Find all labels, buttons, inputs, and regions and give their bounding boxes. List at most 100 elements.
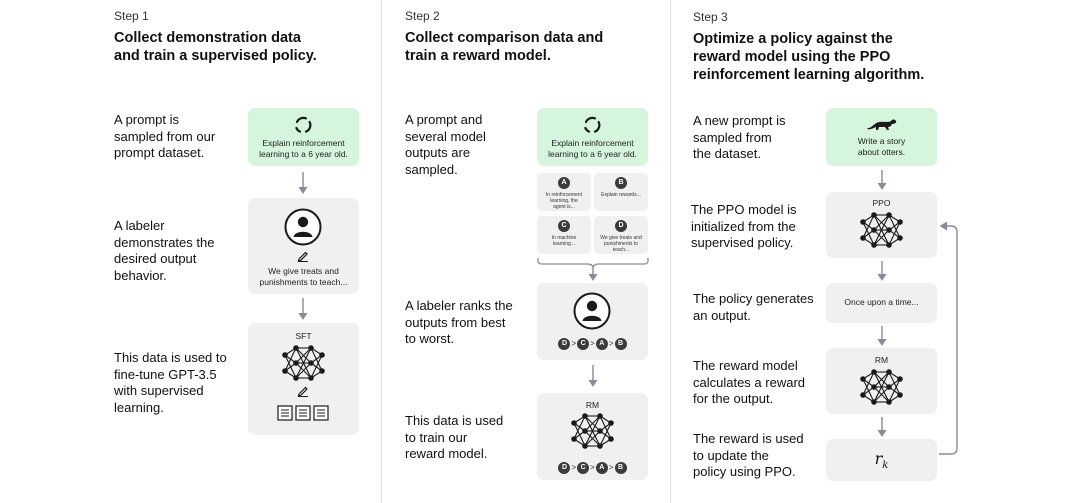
desc-line: several model bbox=[405, 128, 486, 144]
pencil-icon bbox=[297, 251, 308, 262]
desc-line: reward model. bbox=[405, 446, 488, 461]
output-letter-b: B bbox=[615, 177, 627, 189]
output-line: Explain rewards... bbox=[601, 192, 641, 198]
desc-line: A prompt and bbox=[405, 112, 483, 127]
rank-item: C bbox=[577, 461, 590, 474]
desc-line: to update the bbox=[693, 447, 769, 463]
rank-item: D bbox=[558, 461, 571, 474]
neural-network-icon bbox=[860, 369, 903, 405]
ranking-row: D>C>A>B bbox=[537, 459, 648, 474]
person-icon bbox=[284, 208, 322, 246]
desc-line: with supervised bbox=[114, 383, 204, 398]
prompt-line: learning to a 6 year old. bbox=[259, 148, 348, 159]
output-card-c: C In machine learning... bbox=[537, 216, 591, 254]
network-node bbox=[871, 369, 877, 375]
step1-labeler-text: We give treats and punishments to teach.… bbox=[248, 266, 359, 287]
desc-line: The policy generates bbox=[693, 291, 814, 306]
network-node bbox=[860, 235, 866, 241]
network-node bbox=[282, 352, 288, 358]
prompt-line: Write a story bbox=[857, 136, 906, 146]
ranking-row: D>C>A>B bbox=[537, 335, 648, 350]
step1-desc-prompt: A prompt is sampled from our prompt data… bbox=[114, 112, 215, 162]
rank-item: B bbox=[614, 461, 627, 474]
network-node bbox=[860, 392, 866, 398]
output-card-a: A In reinforcement learning, the agent i… bbox=[537, 173, 591, 211]
step3-arrow-3 bbox=[877, 326, 887, 346]
network-node bbox=[871, 384, 877, 390]
prompt-line: Explain reinforcement bbox=[262, 138, 345, 148]
step1-arrow-2 bbox=[298, 298, 308, 320]
rank-separator: > bbox=[590, 339, 595, 349]
network-node bbox=[871, 399, 877, 405]
network-node bbox=[886, 227, 892, 233]
desc-line: to worst. bbox=[405, 331, 455, 346]
rank-separator: > bbox=[608, 339, 614, 349]
rank-separator: > bbox=[571, 339, 577, 349]
column-divider-1 bbox=[381, 0, 382, 503]
output-text-a: In reinforcement learning, the agent is.… bbox=[539, 192, 589, 210]
desc-line: calculates a reward bbox=[693, 374, 805, 390]
desc-line: sampled. bbox=[405, 161, 458, 177]
step2-prompt-text: Explain reinforcement learning to a 6 ye… bbox=[537, 138, 648, 159]
step1-desc-labeler: A labeler demonstrates the desired outpu… bbox=[114, 218, 214, 284]
network-node bbox=[871, 227, 877, 233]
step3-reward-box: rk bbox=[826, 439, 937, 481]
desc-line: A labeler ranks the bbox=[405, 298, 513, 313]
step1-prompt-box: Explain reinforcement learning to a 6 ye… bbox=[248, 108, 359, 166]
rank-separator: > bbox=[571, 463, 577, 473]
desc-line: desired output bbox=[114, 251, 197, 266]
step3-desc-reward-model: The reward model calculates a reward for… bbox=[693, 358, 805, 408]
person-icon bbox=[573, 292, 611, 330]
step3-rm-box: RM bbox=[826, 348, 937, 414]
network-node bbox=[582, 413, 588, 419]
feedback-loop-arrow bbox=[939, 221, 958, 455]
network-node bbox=[308, 345, 314, 351]
rm-label: RM bbox=[874, 355, 889, 365]
desc-line: demonstrates the bbox=[114, 234, 215, 250]
neural-network-icon bbox=[282, 345, 325, 381]
rank-separator: > bbox=[590, 463, 595, 473]
network-node bbox=[897, 235, 903, 241]
network-node bbox=[871, 212, 877, 218]
desc-line: the dataset. bbox=[693, 146, 761, 161]
reward-symbol: rk bbox=[826, 449, 937, 471]
desc-line: A labeler bbox=[114, 218, 165, 233]
step1-labeler-box: We give treats and punishments to teach.… bbox=[248, 198, 359, 294]
prompt-line: about otters. bbox=[857, 146, 906, 157]
output-text-b: Explain rewards... bbox=[596, 192, 646, 198]
network-node bbox=[293, 345, 299, 351]
output-letter-a: A bbox=[558, 177, 570, 189]
step2-rm-box: RM D>C>A>B bbox=[537, 393, 648, 480]
network-node bbox=[582, 428, 588, 434]
prompt-line: Explain reinforcement bbox=[551, 138, 634, 148]
reward-r: r bbox=[874, 449, 883, 468]
step1-title: Collect demonstration data and train a s… bbox=[114, 29, 317, 65]
desc-line: sampled from our bbox=[114, 128, 216, 144]
network-node bbox=[886, 242, 892, 248]
output-line: In reinforcement bbox=[545, 192, 583, 198]
desc-line: sampled from bbox=[693, 129, 772, 145]
step1-sft-box: SFT bbox=[248, 323, 359, 435]
otter-icon bbox=[867, 119, 897, 130]
step2-desc-train: This data is used to train our reward mo… bbox=[405, 413, 503, 463]
network-node bbox=[597, 443, 603, 449]
output-letter-d: D bbox=[615, 220, 627, 232]
desc-line: for the output. bbox=[693, 391, 774, 406]
step3-ppo-box: PPO bbox=[826, 192, 937, 258]
rank-item: A bbox=[595, 461, 608, 474]
rank-item: A bbox=[595, 337, 608, 350]
sft-label: SFT bbox=[295, 331, 312, 341]
network-node bbox=[308, 360, 314, 366]
output-letter-c: C bbox=[558, 220, 570, 232]
step2-label: Step 2 bbox=[405, 9, 440, 23]
desc-line: behavior. bbox=[114, 267, 167, 283]
desc-line: learning. bbox=[114, 399, 164, 415]
rank-item: D bbox=[558, 337, 571, 350]
output-text-c: In machine learning... bbox=[539, 235, 589, 247]
output-line: teach... bbox=[612, 247, 630, 253]
desc-line: The PPO model is bbox=[691, 202, 797, 217]
output-line: punishments to bbox=[604, 241, 638, 247]
rm-label: RM bbox=[585, 400, 600, 410]
network-node bbox=[871, 242, 877, 248]
desc-line: prompt dataset. bbox=[114, 145, 205, 160]
